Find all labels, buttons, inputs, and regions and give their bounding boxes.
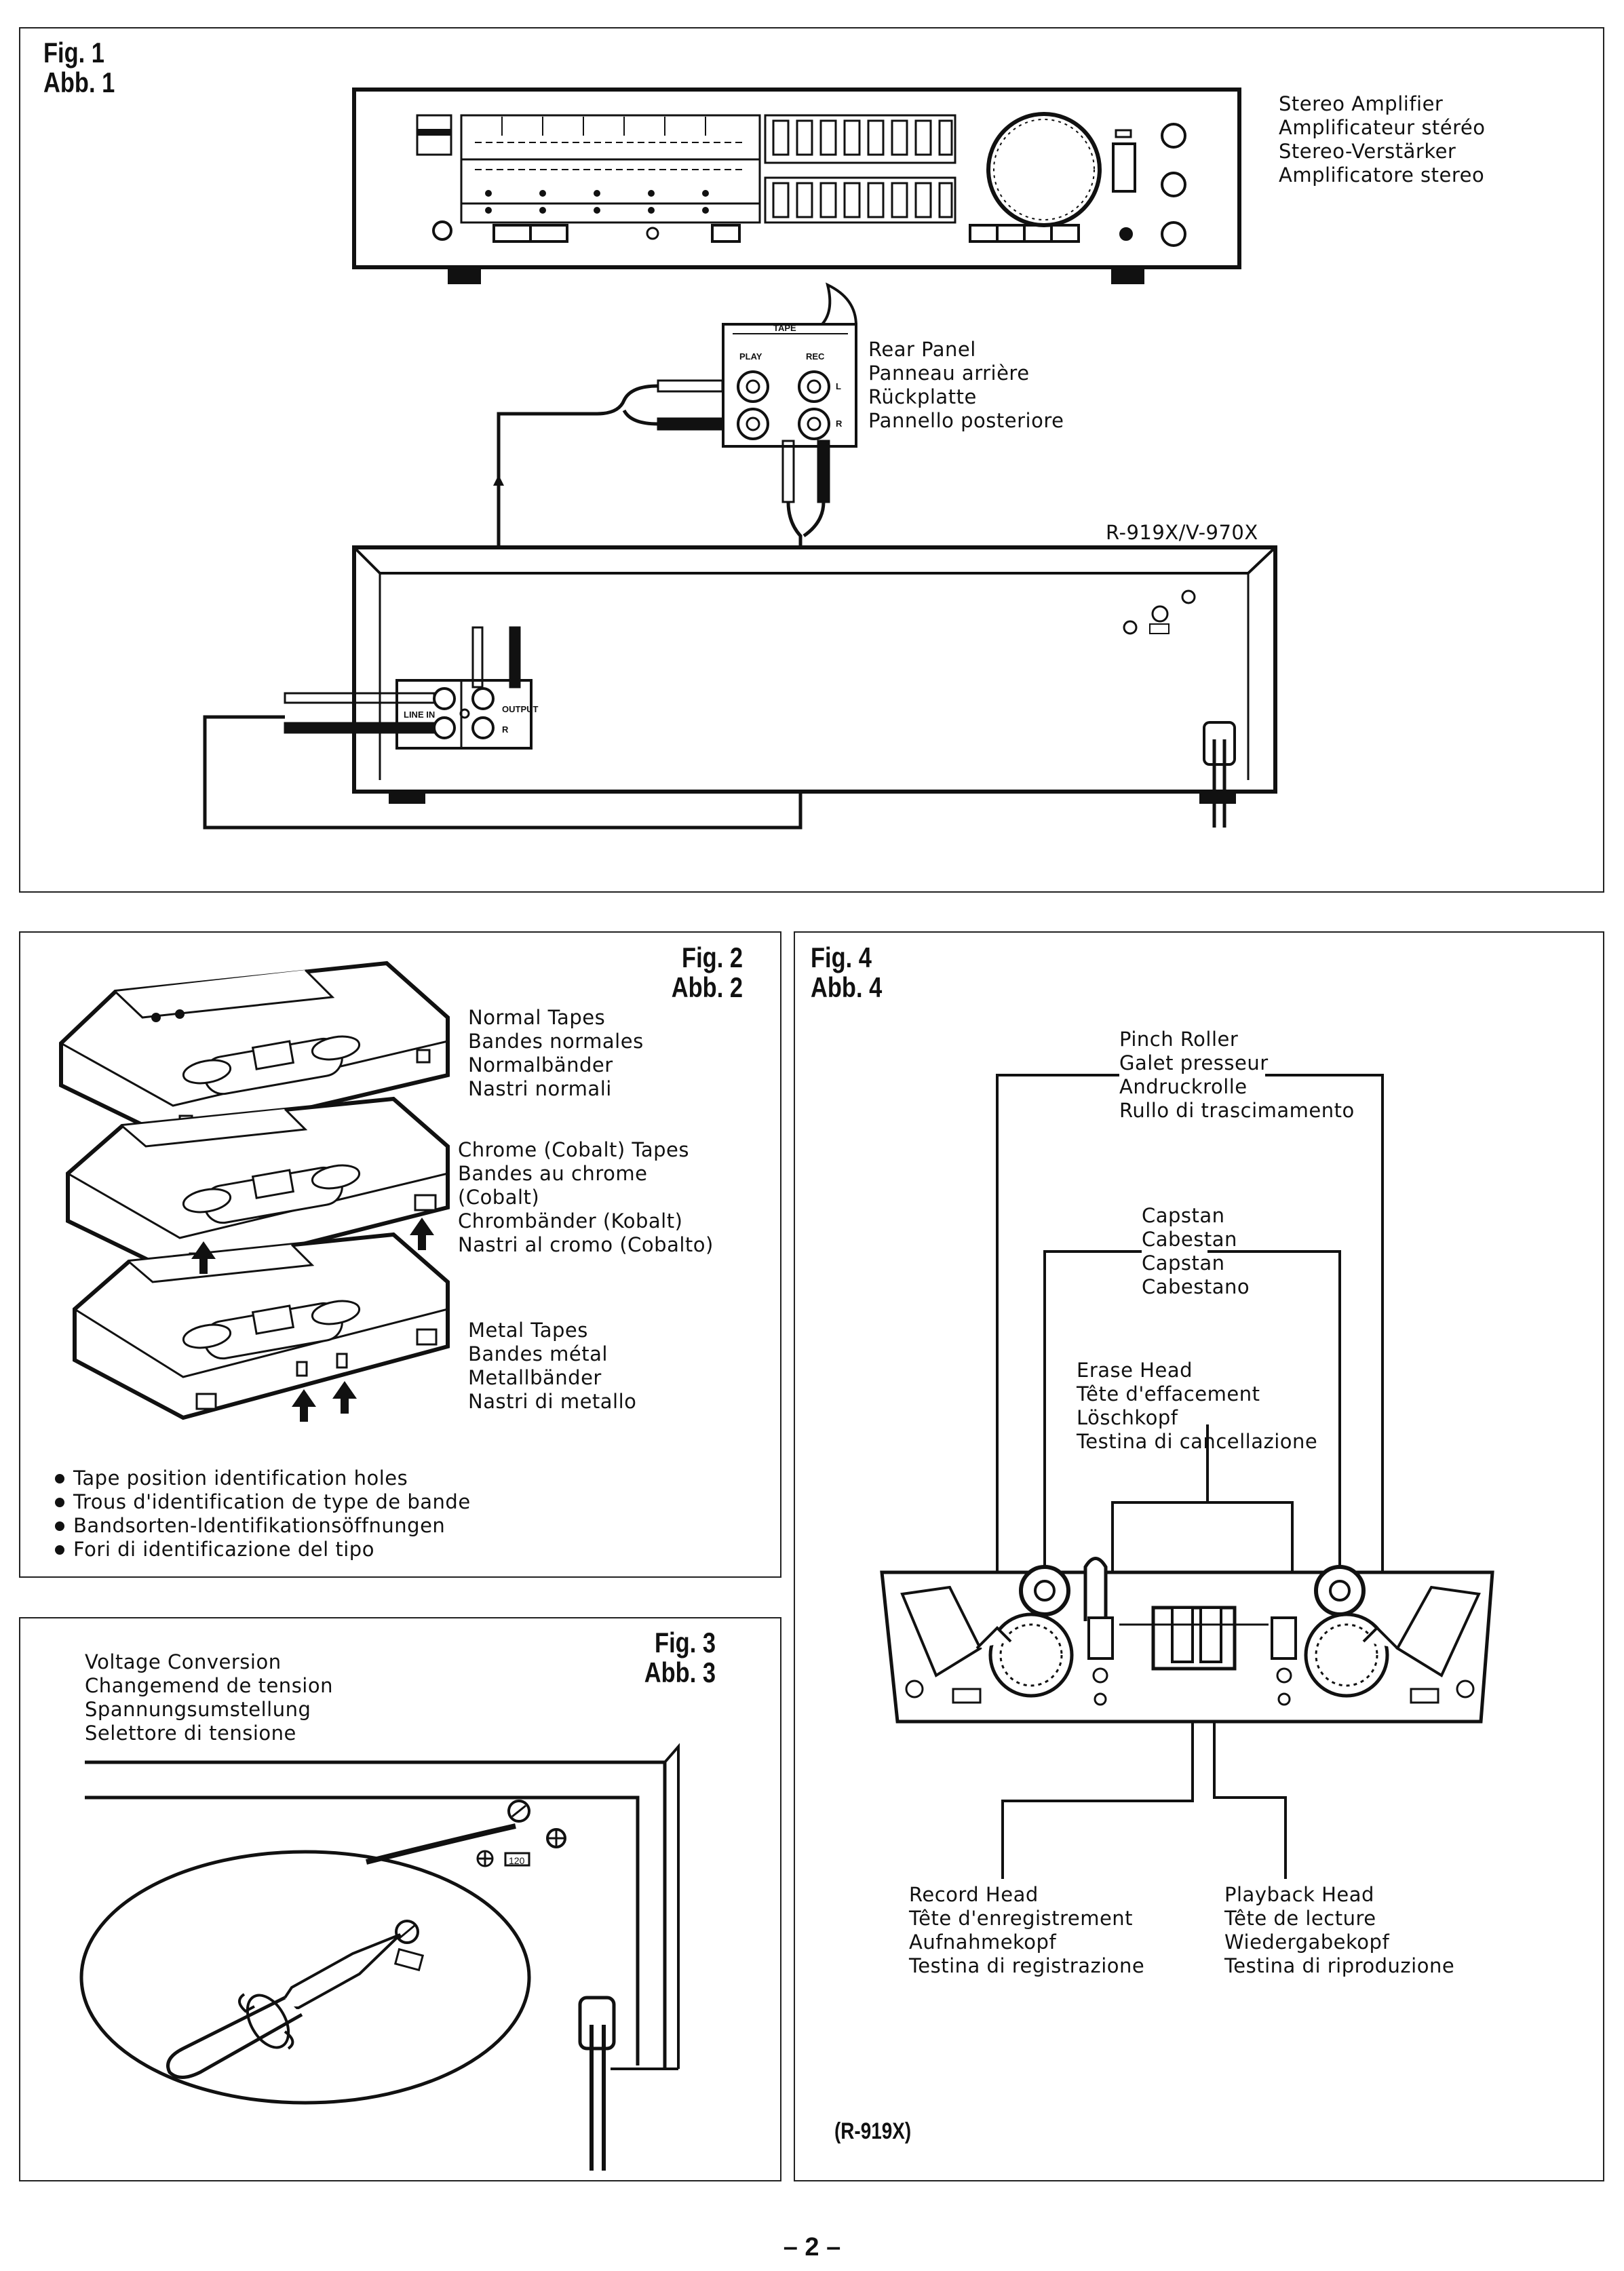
record-head-label: Record Head Tête d'enregistrement Aufnah… xyxy=(909,1883,1145,1977)
page-number: – 2 – xyxy=(783,2233,841,2262)
normal-tapes-label: Normal Tapes Bandes normales Normalbände… xyxy=(468,1006,644,1100)
playback-head-label: Playback Head Tête de lecture Wiedergabe… xyxy=(1224,1883,1455,1977)
fig4-label-en: Fig. 4 xyxy=(811,942,872,973)
fig1-label-en: Fig. 1 xyxy=(43,37,104,69)
amplifier-label-it: Amplificatore stereo xyxy=(1279,163,1485,187)
erase-head-label: Erase Head Tête d'effacement Löschkopf T… xyxy=(1077,1359,1318,1453)
fig3-label-de: Abb. 3 xyxy=(644,1656,716,1688)
fig1-label-de: Abb. 1 xyxy=(43,66,115,98)
holes-note: Tape position identification holes Trous… xyxy=(73,1467,471,1561)
fig1-label: Fig. 1 Abb. 1 xyxy=(43,38,115,98)
capstan-label: Capstan Cabestan Capstan Cabestano xyxy=(1142,1204,1250,1298)
amplifier-label-fr: Amplificateur stéréo xyxy=(1279,116,1486,139)
amplifier-label-en: Stereo Amplifier xyxy=(1279,92,1444,115)
rear-panel-label-de: Rückplatte xyxy=(868,385,977,408)
fig4-label-de: Abb. 4 xyxy=(811,971,883,1003)
model-label: R-919X/V-970X xyxy=(1106,521,1258,544)
fig2-label: Fig. 2 Abb. 2 xyxy=(623,943,743,1003)
amplifier-label: Stereo Amplifier Amplificateur stéréo St… xyxy=(1279,92,1486,187)
fig2-label-de: Abb. 2 xyxy=(671,971,743,1003)
fig3-label: Fig. 3 Abb. 3 xyxy=(596,1628,716,1688)
fig3-label-en: Fig. 3 xyxy=(655,1627,716,1658)
fig2-label-en: Fig. 2 xyxy=(682,942,743,973)
voltage-conversion-label: Voltage Conversion Changemend de tension… xyxy=(85,1650,333,1745)
rear-panel-label-fr: Panneau arrière xyxy=(868,362,1030,385)
amplifier-label-de: Stereo-Verstärker xyxy=(1279,140,1456,163)
rear-panel-label: Rear Panel Panneau arrière Rückplatte Pa… xyxy=(868,338,1064,433)
chrome-tapes-label: Chrome (Cobalt) Tapes Bandes au chrome (… xyxy=(458,1138,714,1256)
metal-tapes-label: Metal Tapes Bandes métal Metallbänder Na… xyxy=(468,1319,637,1413)
rear-panel-label-it: Pannello posteriore xyxy=(868,409,1064,432)
pinch-roller-label: Pinch Roller Galet presseur Andruckrolle… xyxy=(1119,1028,1355,1122)
rear-panel-label-en: Rear Panel xyxy=(868,338,976,361)
fig4-model-note: (R-919X) xyxy=(834,2118,912,2144)
fig4-label: Fig. 4 Abb. 4 xyxy=(811,943,882,1003)
